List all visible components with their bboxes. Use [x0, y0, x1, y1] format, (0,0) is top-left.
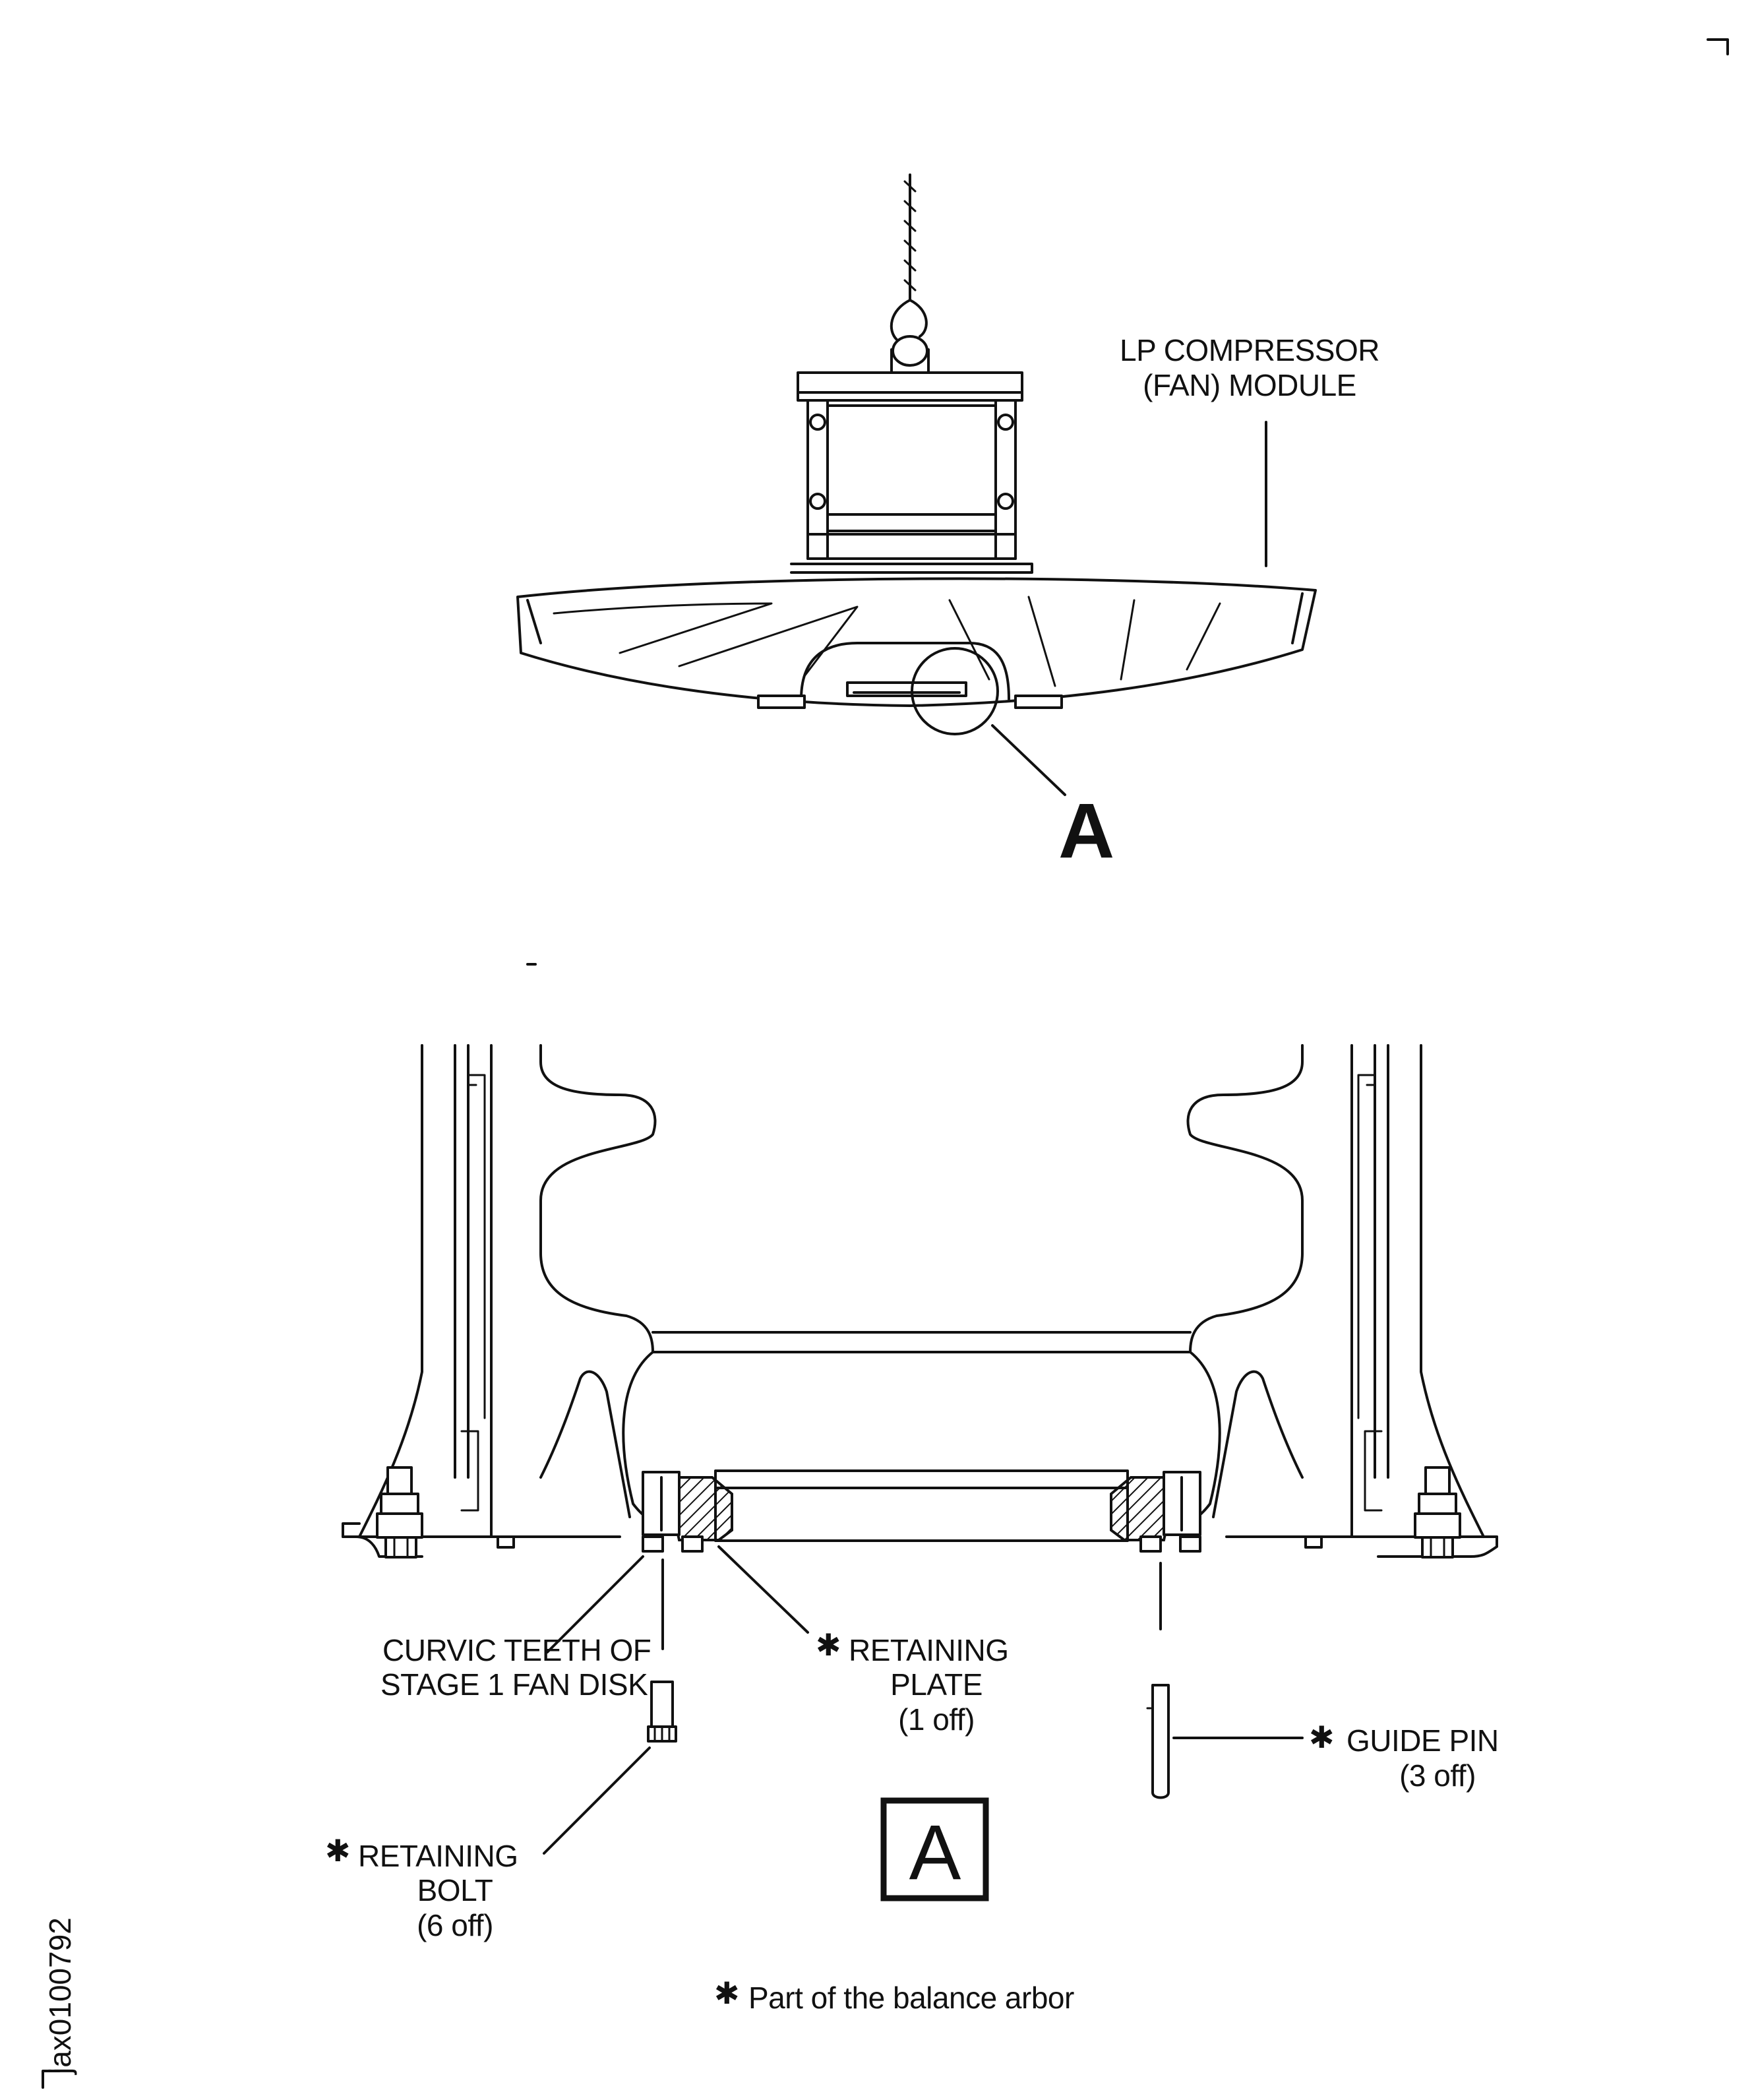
curvic-label-line1: CURVIC TEETH OF: [382, 1633, 651, 1667]
corner-mark-top-right: [1707, 38, 1729, 55]
guide-pin-label-line2: (3 off): [1399, 1758, 1476, 1793]
lp-module-label-line1: LP COMPRESSOR: [1120, 333, 1379, 367]
outer-casing-left: [358, 1044, 493, 1538]
retaining-plate-asterisk: ✱: [816, 1628, 841, 1662]
retaining-plate-label-line2: PLATE: [890, 1667, 983, 1702]
fan-disk-section: [539, 1044, 1304, 1525]
retaining-bolt-leader: [543, 1746, 651, 1855]
retaining-plate: [642, 1469, 1201, 1542]
retaining-plate-label-line1: RETAINING: [849, 1633, 1009, 1667]
view-a-box: A: [880, 1797, 989, 1901]
retaining-plate-label-line3: (1 off): [898, 1702, 975, 1737]
note-asterisk: ✱: [714, 1976, 739, 2010]
lifting-beam-fixture: [790, 371, 1033, 574]
detail-a-circle: [911, 647, 999, 735]
guide-pin-label-line1: GUIDE PIN: [1347, 1723, 1499, 1758]
guide-pin-asterisk: ✱: [1309, 1720, 1334, 1754]
curvic-leader: [546, 1555, 644, 1653]
lifting-cable: [903, 173, 917, 301]
fan-module: [516, 577, 1317, 709]
retaining-bolt-asterisk: ✱: [325, 1834, 350, 1868]
guide-pin: [1151, 1562, 1170, 1799]
balance-arbor-note: Part of the balance arbor: [748, 1981, 1074, 2015]
view-a-box-label: A: [909, 1809, 961, 1896]
curvic-teeth-right: [1139, 1535, 1201, 1553]
curvic-teeth-left: [642, 1535, 704, 1553]
figure-id: jax0100792: [43, 1917, 77, 2076]
lp-module-label-line2: (FAN) MODULE: [1143, 368, 1356, 402]
retaining-plate-leader: [717, 1545, 809, 1634]
detail-a-leader: [991, 724, 1066, 796]
curvic-label-line2: STAGE 1 FAN DISK: [380, 1667, 648, 1702]
retaining-bolt: [647, 1559, 677, 1743]
detail-a-callout: A: [1058, 788, 1114, 875]
retaining-bolt-label-line2: BOLT: [417, 1873, 493, 1907]
stud-nut-left: [376, 1466, 423, 1559]
figure-id-corner-mark: [42, 2070, 61, 2089]
stud-nut-right: [1414, 1466, 1461, 1559]
retaining-bolt-label-line3: (6 off): [417, 1908, 493, 1942]
retaining-bolt-label-line1: RETAINING: [358, 1839, 518, 1873]
outer-casing-right: [1350, 1044, 1485, 1538]
